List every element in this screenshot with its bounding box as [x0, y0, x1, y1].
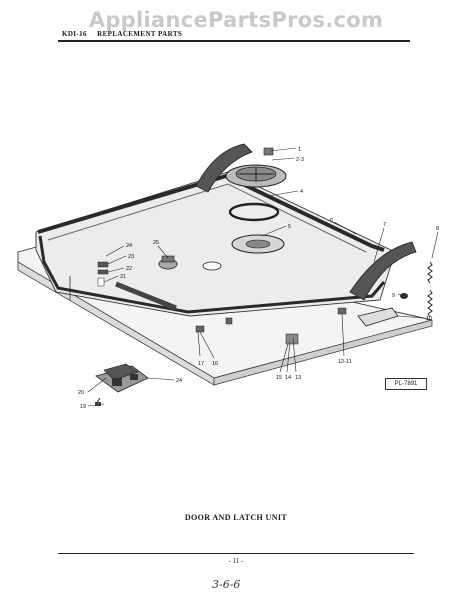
handwritten-note: 3-6-6 — [212, 578, 241, 591]
reference-code-box: PL-7891 — [385, 378, 427, 390]
callout-24-switch: 24 — [176, 378, 182, 384]
callout-20: 20 — [78, 390, 84, 396]
page-header: KDI-16 REPLACEMENT PARTS — [62, 30, 182, 38]
gasket-inner-line — [47, 183, 367, 253]
callout-22: 22 — [126, 266, 132, 272]
model-code: KDI-16 — [62, 30, 87, 38]
callout-10: 10 — [426, 316, 432, 322]
callout-7: 7 — [383, 222, 386, 228]
door-spring-upper — [427, 261, 433, 284]
leader-lines — [87, 147, 439, 407]
callout-12-11: 12-11 — [338, 359, 352, 365]
door-spring-lower — [427, 289, 433, 318]
page-number: - 11 - — [228, 557, 244, 565]
callout-6: 6 — [330, 218, 333, 224]
callout-19: 19 — [80, 404, 86, 410]
latch-switch-assembly — [95, 363, 149, 406]
header-title: REPLACEMENT PARTS — [97, 30, 183, 38]
watermark: AppliancePartsPros.com — [88, 8, 384, 32]
hinge-arm-right — [349, 241, 417, 301]
callout-1: 1 — [298, 147, 301, 153]
gasket-strip — [115, 281, 177, 311]
callout-13: 13 — [295, 375, 301, 381]
callout-8: 8 — [436, 226, 439, 232]
vent-opening — [202, 261, 222, 271]
door-panel-front-edge — [213, 319, 433, 386]
callout-17: 17 — [198, 361, 204, 367]
callout-14: 14 — [285, 375, 291, 381]
callout-2-3: 2-3 — [296, 157, 304, 163]
callout-25: 25 — [153, 240, 159, 246]
callout-23: 23 — [128, 254, 134, 260]
callout-24: 24 — [126, 243, 132, 249]
callout-9: 9 — [392, 293, 395, 299]
door-gasket-lower — [38, 235, 386, 314]
callout-15: 15 — [276, 375, 282, 381]
hinge-arm-left — [195, 143, 253, 193]
rinse-ring — [228, 202, 280, 222]
callout-4: 4 — [300, 189, 303, 195]
callout-21: 21 — [120, 274, 126, 280]
callout-5: 5 — [288, 224, 291, 230]
callout-16: 16 — [212, 361, 218, 367]
callout-labels: 1 2-3 4 5 6 7 8 9 10 12-11 13 14 15 16 1… — [78, 147, 439, 410]
footer-rule — [58, 553, 414, 554]
diagram-caption: DOOR AND LATCH UNIT — [184, 513, 288, 522]
header-rule — [58, 40, 410, 42]
